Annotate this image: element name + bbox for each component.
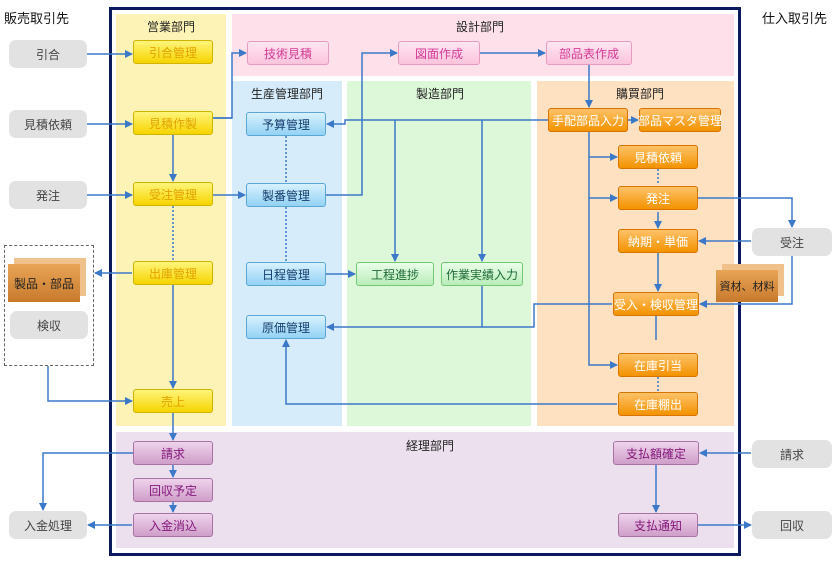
node-order-management: 受注管理	[133, 182, 213, 206]
node-technical-estimate: 技術見積	[247, 41, 329, 65]
node-shipping-management: 出庫管理	[133, 261, 213, 285]
node-inquiry-management: 引合管理	[133, 40, 213, 64]
node-stock-issue: 在庫棚出	[618, 392, 698, 416]
arrow-porder-to-supplier	[698, 197, 796, 228]
ext-inquiry: 引合	[9, 40, 87, 68]
materials-box-icon: 資材、材料	[716, 270, 778, 302]
dept-production-title: 生産管理部門	[250, 87, 323, 101]
dept-manufacturing-title: 製造部門	[415, 87, 464, 101]
node-parts-order-input: 手配部品入力	[548, 108, 628, 132]
node-cost-management: 原価管理	[246, 315, 326, 339]
ext-quote-request: 見積依頼	[9, 110, 87, 138]
dept-manufacturing-area	[347, 81, 531, 426]
left-partner-title: 販売取引先	[4, 12, 70, 27]
arrow-parts-to-budget	[326, 119, 548, 128]
node-payment-notice: 支払通知	[618, 513, 698, 537]
arrow-receiving-to-cost	[482, 303, 612, 328]
dept-purchasing-title: 購買部門	[615, 87, 664, 101]
node-work-record-input: 作業実績入力	[441, 262, 523, 286]
ext-invoice: 請求	[752, 440, 832, 468]
dept-design-title: 設計部門	[455, 20, 504, 34]
node-billing: 請求	[133, 441, 213, 465]
goods-label: 製品・部品	[13, 276, 74, 291]
node-budget-management: 予算管理	[246, 112, 326, 136]
arrow-supplier-to-receiving	[699, 256, 793, 308]
goods-box-icon: 製品・部品	[8, 264, 80, 302]
arrow-work-to-cost	[326, 286, 483, 331]
node-schedule-management: 日程管理	[246, 262, 326, 286]
ext-payment-processing: 入金処理	[9, 511, 87, 539]
right-partner-title: 仕入取引先	[762, 12, 828, 27]
node-receiving-inspection: 受入・検収管理	[613, 292, 699, 316]
ext-order: 発注	[9, 181, 87, 209]
node-bom-creation: 部品表作成	[546, 41, 632, 65]
node-lot-management: 製番管理	[246, 183, 326, 207]
node-sales: 売上	[133, 389, 213, 413]
node-payment-confirmation: 支払額確定	[613, 441, 699, 465]
node-payment-reconciliation: 入金消込	[133, 513, 213, 537]
node-purchase-order: 発注	[618, 186, 698, 210]
ext-collection: 回収	[752, 511, 832, 539]
node-parts-master: 部品マスタ管理	[638, 108, 722, 132]
arrow-parts-vertical	[588, 132, 618, 369]
node-purchase-quote-request: 見積依頼	[618, 145, 698, 169]
inspection-box: 検収	[10, 311, 88, 339]
ext-order-received: 受注	[752, 228, 832, 256]
node-stock-allocation: 在庫引当	[618, 353, 698, 377]
dept-sales-title: 営業部門	[146, 20, 195, 34]
dept-sales-area	[116, 14, 226, 426]
arrow-lot-to-drawing	[326, 49, 398, 196]
node-process-progress: 工程進捗	[356, 262, 434, 286]
arrow-issue-to-cost	[282, 339, 617, 405]
node-drawing-creation: 図面作成	[398, 41, 480, 65]
arrow-billing-to-payment	[39, 452, 133, 511]
node-collection-plan: 回収予定	[133, 478, 213, 502]
arrow-inspection-to-sales	[47, 366, 133, 405]
dept-accounting-title: 経理部門	[405, 439, 454, 453]
materials-label: 資材、材料	[719, 280, 775, 293]
node-delivery-unit-price: 納期・単価	[618, 229, 698, 253]
node-quote-creation: 見積作製	[133, 111, 213, 135]
dept-production-area	[232, 81, 342, 426]
